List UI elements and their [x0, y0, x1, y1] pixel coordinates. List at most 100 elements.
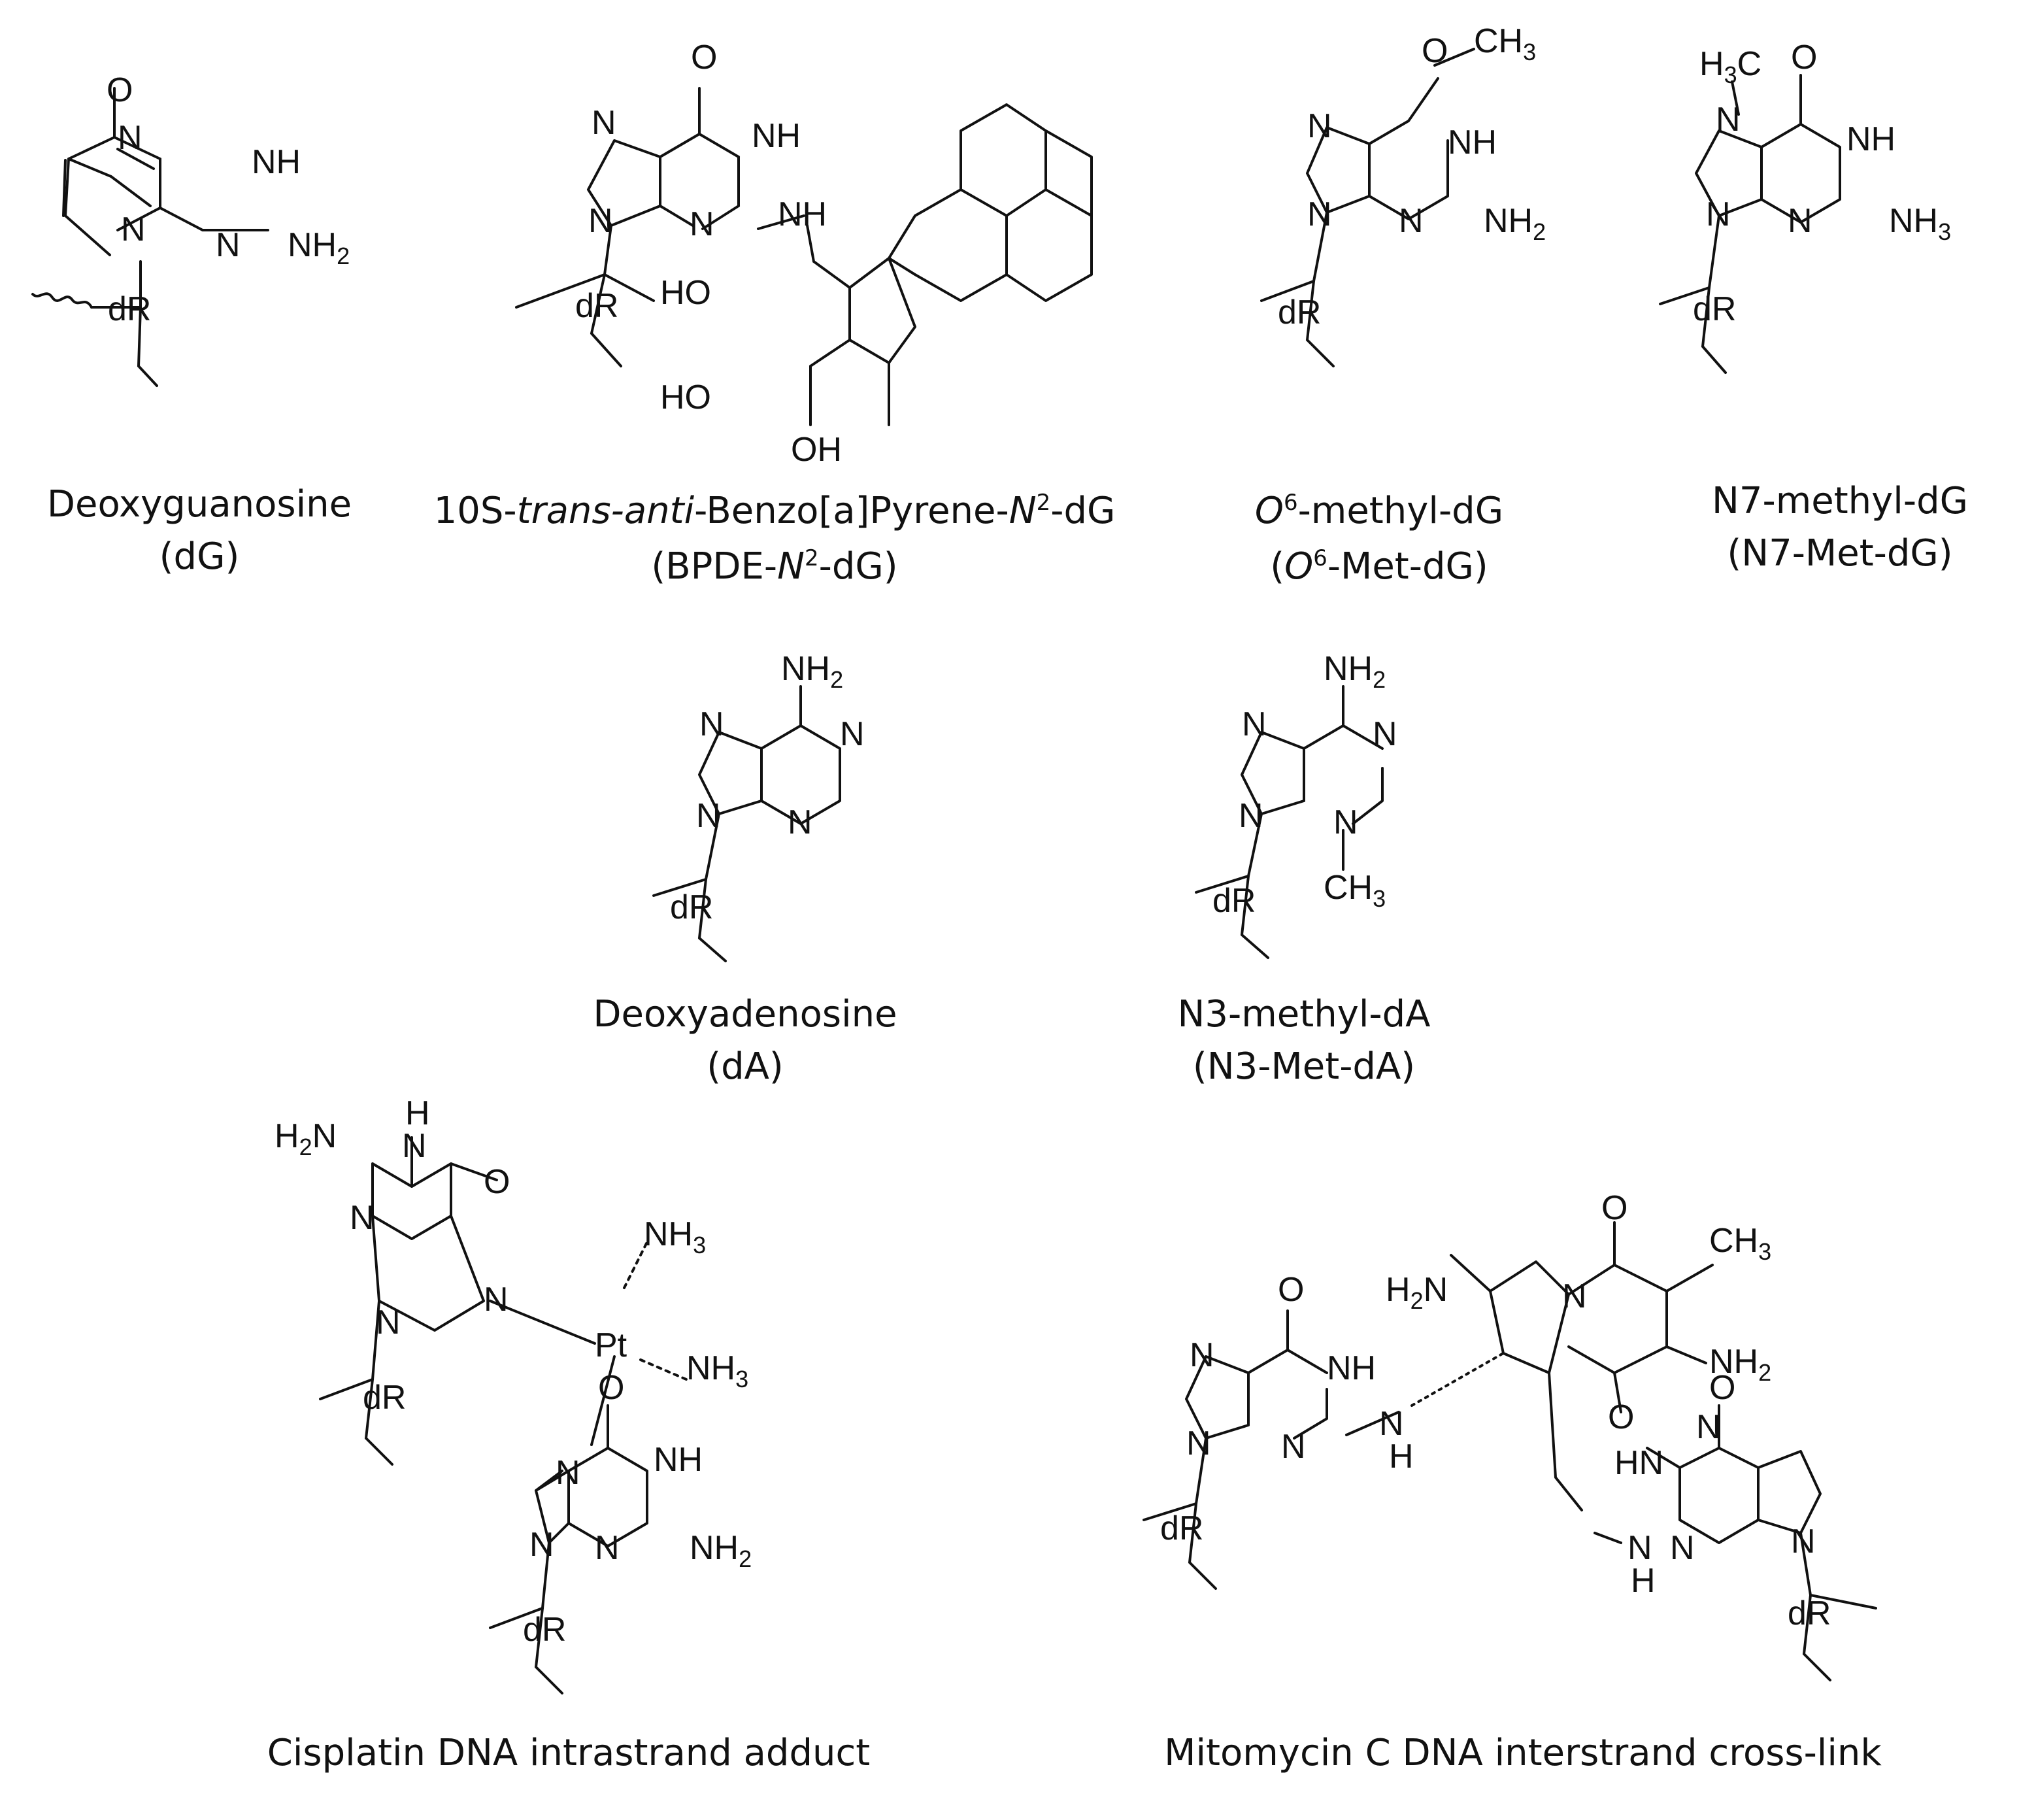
atom-N: N [216, 226, 241, 264]
atom-N: N [1239, 797, 1263, 835]
atom-HO: HO [660, 274, 711, 312]
atom-O: O [691, 39, 717, 76]
atom-N: N [1716, 101, 1741, 139]
atom-dR: dR [670, 888, 713, 926]
caption-mitomycin: Mitomycin C DNA interstrand cross-link [1164, 1732, 1882, 1774]
atom-NH: NH [778, 195, 827, 233]
atom-O: O [1791, 39, 1817, 76]
atom-N: N [595, 1529, 620, 1567]
atom-NH2: NH2 [1709, 1343, 1771, 1386]
atom-H3C: H3C [1699, 45, 1761, 88]
atom-N: N [529, 1526, 554, 1564]
atom-HN: HN [1614, 1444, 1663, 1482]
atom-N: N [592, 104, 616, 142]
atom-O: O [1278, 1271, 1304, 1309]
atom-N: N [402, 1127, 427, 1165]
atom-NH2: NH2 [690, 1529, 752, 1572]
caption-n3-abbr: (N3-Met-dA) [1193, 1045, 1415, 1088]
atom-dR: dR [1278, 294, 1321, 331]
structure-n7-methyl-dg: H3C O NH NH3 N N N dR [1659, 39, 1951, 374]
atom-NH2: NH2 [288, 226, 350, 269]
atom-H2N: H2N [1386, 1271, 1448, 1314]
atom-O: O [1422, 32, 1448, 70]
atom-O: O [1601, 1189, 1627, 1227]
atom-NH2: NH2 [781, 650, 843, 693]
atom-H: H [1389, 1438, 1414, 1475]
atom-NH: NH [752, 117, 801, 155]
structure-n3-methyl-da: NH2 N N N N CH3 dR [1195, 650, 1397, 959]
atom-N: N [690, 205, 714, 243]
structure-mitomycin-c: O NH N N N dR N H H2N N O CH3 NH2 O O N … [1143, 1189, 1877, 1681]
atom-N: N [696, 797, 721, 835]
atom-N: N [1791, 1523, 1816, 1560]
atom-dR: dR [108, 290, 151, 328]
caption-dG-name: Deoxyguanosine [47, 483, 352, 526]
atom-N: N [1373, 715, 1397, 753]
atom-N: N [1307, 195, 1332, 233]
atom-dR: dR [363, 1379, 406, 1417]
atom-O: O [1608, 1398, 1634, 1436]
atom-N: N [699, 705, 724, 743]
captions: Deoxyguanosine (dG) 10S-trans-anti-Benzo… [47, 480, 1968, 1774]
caption-n7-abbr: (N7-Met-dG) [1727, 532, 1952, 575]
atom-NH2: NH3 [1889, 202, 1951, 245]
structure-dG: O NH NH2 N N N dR [31, 71, 350, 387]
atom-dR: dR [1693, 290, 1736, 328]
atom-N: N [1333, 803, 1358, 841]
caption-dA-abbr: (dA) [707, 1045, 784, 1088]
atom-NH: NH [1846, 120, 1895, 158]
atom-HO: HO [660, 379, 711, 416]
atom-N: N [1706, 195, 1731, 233]
atom-O: O [484, 1163, 510, 1201]
structure-cisplatin: H2N H N O N N N NH3 Pt NH3 dR N O NH N N… [275, 1094, 752, 1694]
caption-o6-abbr: (O6-Met-dG) [1270, 545, 1488, 588]
atom-N: N [484, 1281, 509, 1319]
caption-cisplatin: Cisplatin DNA intrastrand adduct [267, 1732, 871, 1774]
atom-N: N [118, 119, 142, 157]
atom-N: N [1379, 1405, 1404, 1443]
atom-NH3: NH3 [644, 1215, 706, 1258]
atom-N: N [1562, 1277, 1587, 1315]
atom-dR: dR [575, 287, 618, 325]
atom-NH3: NH3 [686, 1349, 748, 1392]
atom-H2N: H2N [275, 1117, 337, 1160]
atom-N: N [350, 1199, 375, 1237]
atom-O: O [1709, 1369, 1735, 1407]
caption-bpde-name: 10S-trans-anti-Benzo[a]Pyrene-N2-dG [434, 490, 1116, 532]
atom-N: N [1186, 1424, 1211, 1462]
atom-O: O [107, 71, 133, 109]
caption-n3-name: N3-methyl-dA [1178, 993, 1431, 1036]
atom-CH3: CH3 [1474, 22, 1536, 65]
atom-OH: OH [791, 431, 842, 469]
atom-N: N [556, 1454, 580, 1492]
atom-dR: dR [523, 1611, 566, 1649]
atom-N: N [1190, 1336, 1214, 1374]
atom-dR: dR [1788, 1594, 1831, 1632]
atom-N: N [121, 211, 146, 248]
caption-n7-name: N7-methyl-dG [1712, 480, 1968, 522]
atom-Pt: Pt [595, 1326, 627, 1364]
atom-N: N [588, 202, 613, 240]
atom-NH2: NH2 [1484, 202, 1546, 245]
atom-N: N [840, 715, 865, 753]
caption-bpde-abbr: (BPDE-N2-dG) [651, 545, 897, 588]
atom-N: N [788, 803, 812, 841]
caption-o6-name: O6-methyl-dG [1255, 490, 1503, 532]
atom-N: N [1242, 705, 1267, 743]
atom-N: N [1788, 202, 1812, 240]
atom-dR: dR [1212, 882, 1256, 920]
atom-NH: NH [1448, 124, 1497, 161]
structure-dA: NH2 N N N N dR [652, 650, 865, 962]
structure-bpde-dg: O NH NH N N N dR HO HO OH [515, 39, 1093, 469]
atom-N: N [376, 1304, 401, 1341]
atom-dR: dR [1160, 1509, 1203, 1547]
atom-H: H [405, 1094, 430, 1132]
atom-N: N [1307, 107, 1332, 145]
atom-N: N [1627, 1529, 1652, 1567]
atom-N: N [1670, 1529, 1695, 1567]
atom-H: H [1631, 1562, 1656, 1600]
atom-CH3: CH3 [1324, 869, 1386, 912]
atom-NH: NH [654, 1441, 703, 1479]
structure-o6-methyl-dg: O CH3 NH NH2 N N N dR [1260, 22, 1546, 367]
